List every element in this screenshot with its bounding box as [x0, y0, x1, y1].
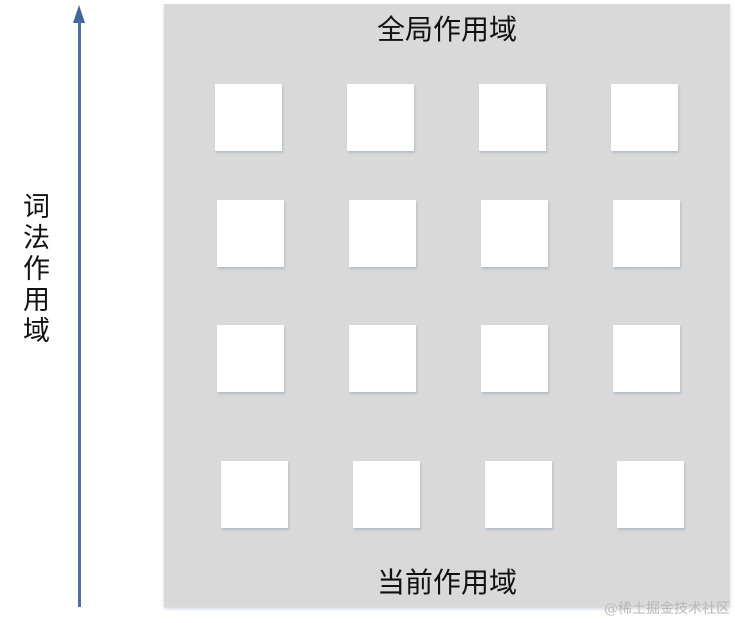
- scope-square: [349, 200, 416, 267]
- axis-line: [78, 20, 81, 607]
- scope-square: [349, 325, 416, 392]
- axis-label: 词法作用域: [18, 192, 49, 347]
- scope-square: [613, 200, 680, 267]
- scope-square: [217, 200, 284, 267]
- scope-square: [481, 200, 548, 267]
- scope-square: [611, 84, 678, 151]
- watermark: @稀土掘金技术社区: [604, 601, 730, 617]
- current-scope-label: 当前作用域: [376, 566, 517, 599]
- scope-square: [479, 84, 546, 151]
- scope-square: [347, 84, 414, 151]
- global-scope-label: 全局作用域: [376, 13, 517, 46]
- scope-square: [353, 461, 420, 528]
- scope-square: [485, 461, 552, 528]
- scope-square: [617, 461, 684, 528]
- scope-square: [613, 325, 680, 392]
- scope-square: [221, 461, 288, 528]
- scope-square: [217, 325, 284, 392]
- scope-square: [215, 84, 282, 151]
- arrow-up-icon: [73, 5, 85, 23]
- scope-square: [481, 325, 548, 392]
